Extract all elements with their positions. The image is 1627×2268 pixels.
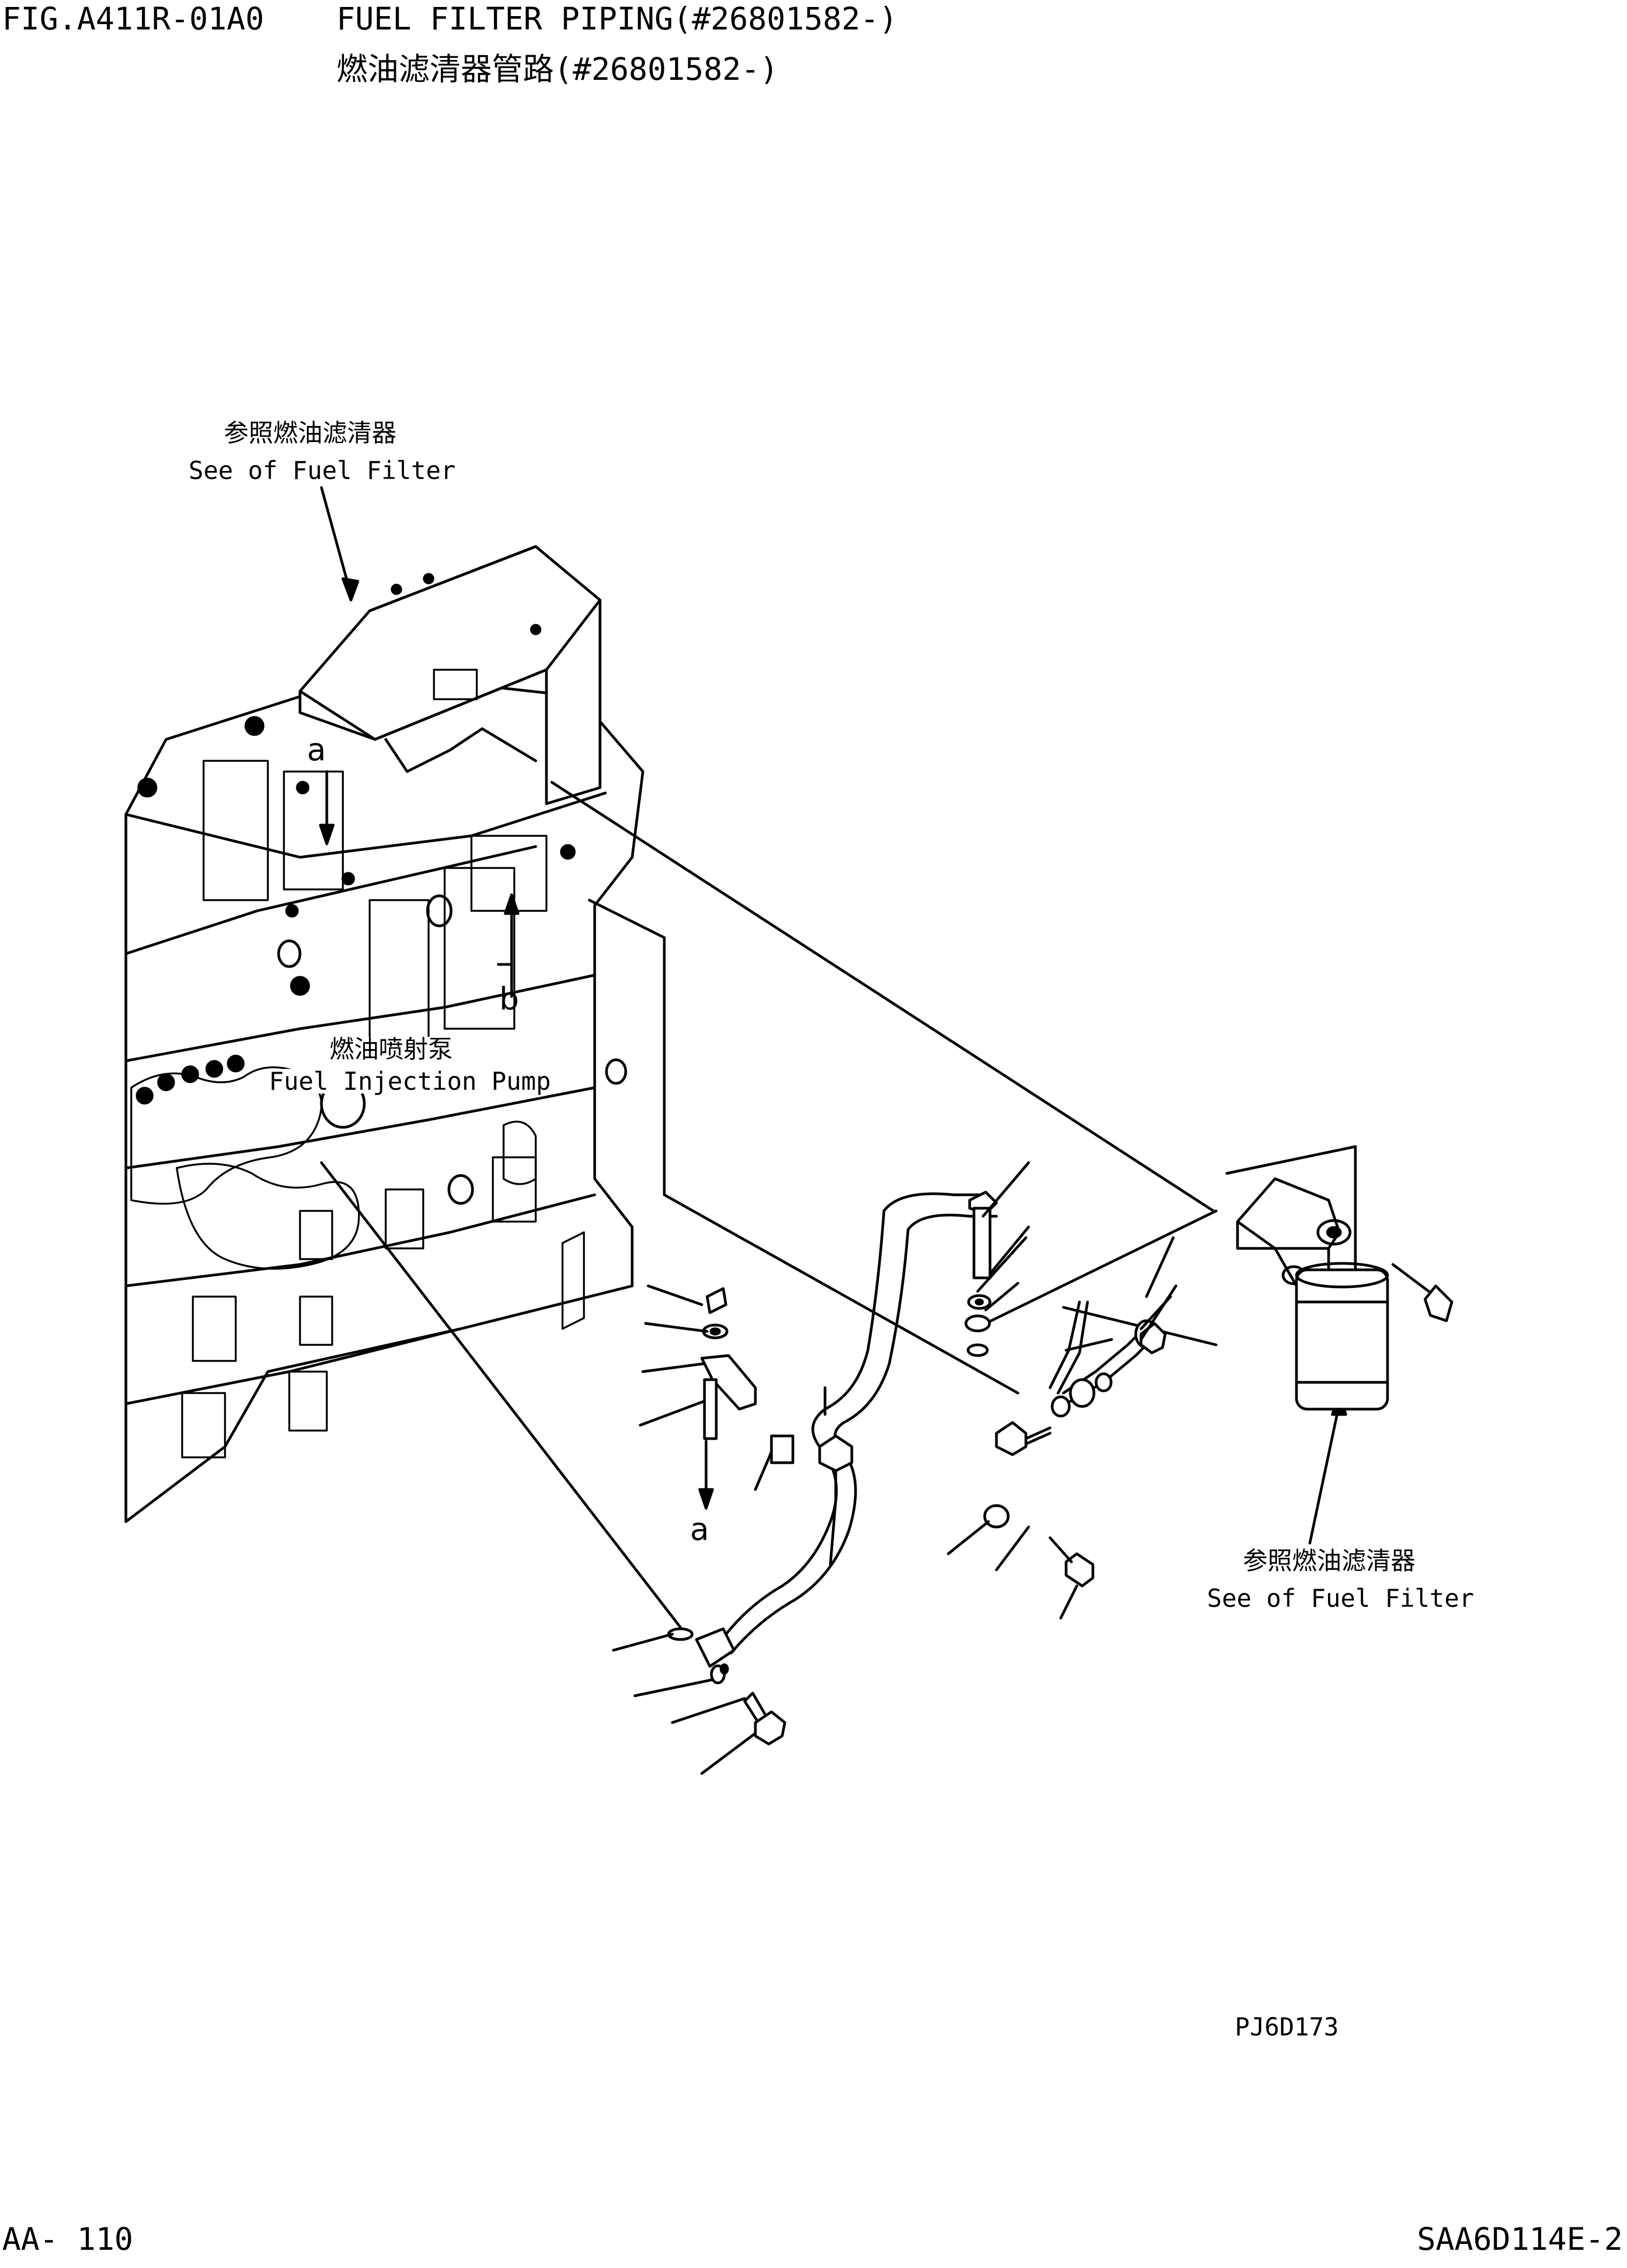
- callout-fuel-filter-top-cn: 参照燃油滤清器: [224, 418, 396, 447]
- marker-a-top: a: [307, 731, 326, 768]
- callout-injection-pump-en: Fuel Injection Pump: [269, 1067, 551, 1096]
- figure-code: FIG.A411R-01A0: [2, 1, 264, 37]
- fuel-pipe: [695, 1192, 1159, 1668]
- fuel-filter: [1236, 1177, 1453, 1411]
- callout-fuel-filter-right-cn: 参照燃油滤清器: [1243, 1546, 1415, 1575]
- hardware-bottom: [667, 1627, 786, 1746]
- callout-fuel-filter-right-en: See of Fuel Filter: [1207, 1584, 1474, 1613]
- hardware-right: [983, 1322, 1167, 1588]
- callout-injection-pump-cn: 燃油喷射泵: [329, 1035, 453, 1064]
- figure-title-english: FUEL FILTER PIPING(#26801582-): [336, 1, 898, 37]
- figure-title-chinese: 燃油滤清器管路(#26801582-): [336, 51, 779, 87]
- page-number: AA- 110: [2, 2221, 133, 2257]
- part-leader-lines: [612, 1161, 1178, 1775]
- callout-fuel-filter-top-en: See of Fuel Filter: [189, 456, 456, 485]
- engine-model: SAA6D114E-2: [1417, 2221, 1623, 2257]
- marker-b: b: [499, 980, 519, 1017]
- marker-a-bottom: a: [690, 1511, 709, 1547]
- hardware-stack-left: [700, 1287, 853, 1502]
- engine-block: [124, 545, 644, 1523]
- drawing-code: PJ6D173: [1235, 2012, 1339, 2041]
